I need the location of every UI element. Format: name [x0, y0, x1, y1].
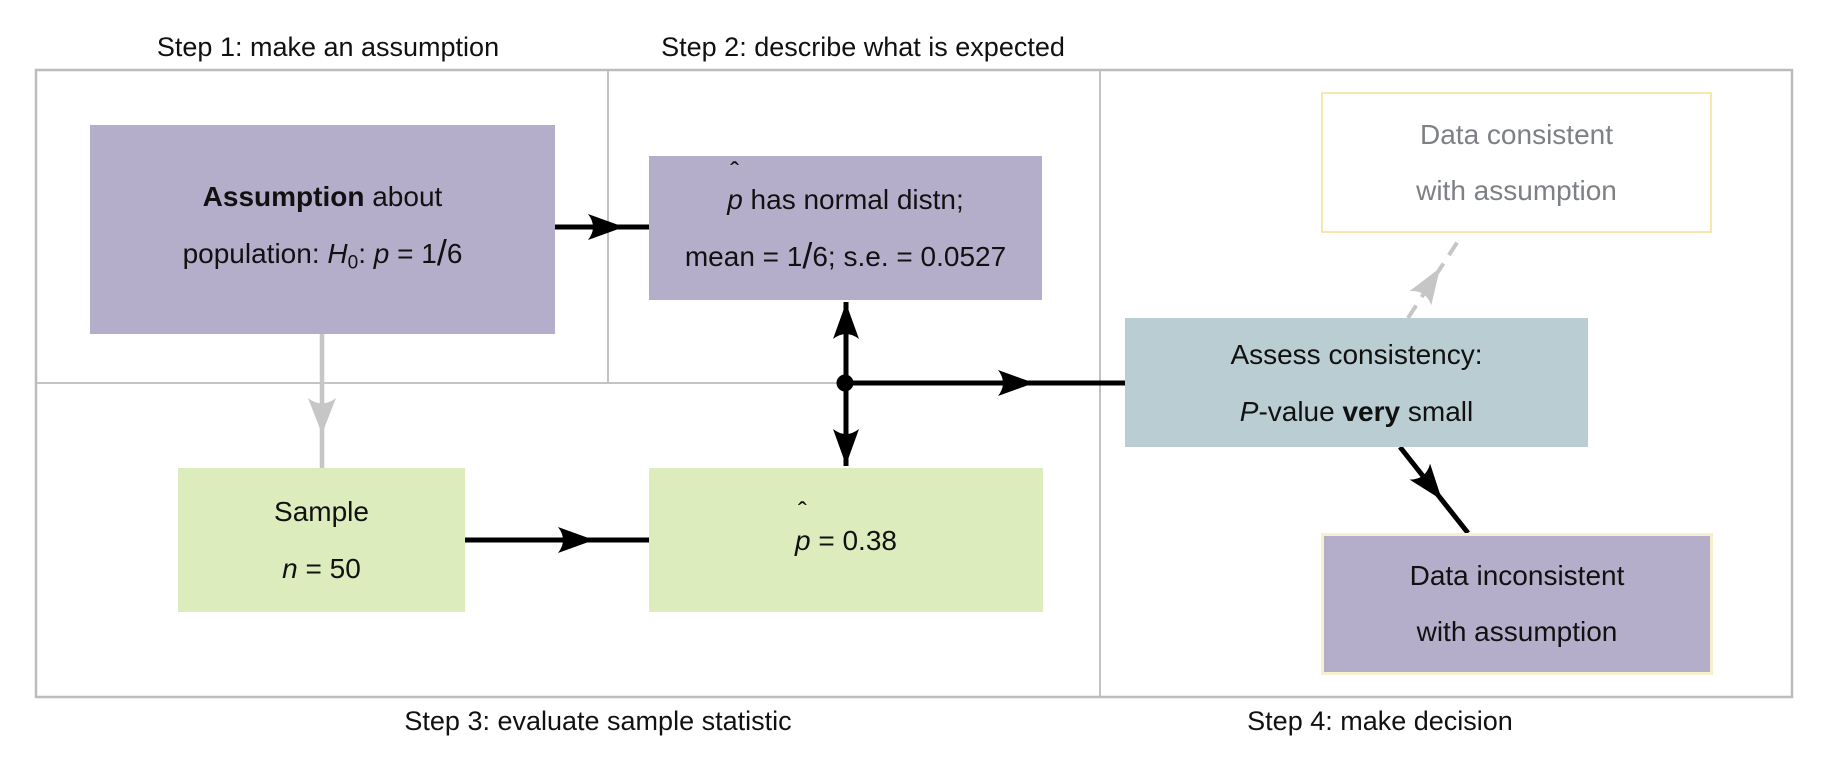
step2-label: Step 2: describe what is expected	[661, 32, 1065, 62]
arrowhead-double-down	[833, 429, 859, 465]
assumption-line2: population: H0: p = 1/6	[182, 232, 463, 274]
arrowhead-assumption-to-sample	[308, 398, 336, 434]
arrowhead-sample-to-stat	[558, 527, 594, 553]
arrow-assess-to-consistent	[1406, 233, 1464, 320]
inconsistent-line1: Data inconsistent	[1409, 560, 1625, 591]
arrowhead-assess-to-inconsistent	[1409, 463, 1442, 500]
step1-label: Step 1: make an assumption	[156, 32, 500, 62]
step4-label: Step 4: make decision	[1247, 706, 1513, 736]
sample-line1: Sample	[274, 496, 369, 527]
expected-line2: mean = 1/6; s.e. = 0.0527	[684, 236, 1007, 277]
flow-node-data-inconsistent: Data inconsistent with assumption	[1321, 533, 1713, 675]
assess-line1: Assess consistency:	[1230, 338, 1483, 370]
arrowhead-junction-to-assess	[998, 370, 1034, 396]
inconsistent-line2: with assumption	[1416, 616, 1618, 647]
arrowhead-double-up	[833, 303, 859, 339]
flow-node-assess-consistency: Assess consistency: P-value very small	[1125, 318, 1588, 447]
assumption-line1: Assumption about	[202, 180, 443, 212]
flow-node-sample: Sample n = 50	[178, 468, 465, 612]
flow-node-data-consistent: Data consistent with assumption	[1321, 92, 1712, 233]
consistent-line2: with assumption	[1416, 174, 1617, 206]
flow-node-assumption: Assumption about population: H0: p = 1/6	[90, 125, 555, 334]
step3-label: Step 3: evaluate sample statistic	[404, 706, 792, 736]
arrowhead-assumption-to-expected	[588, 214, 624, 240]
sample-line2: n = 50	[282, 553, 361, 584]
consistent-line1: Data consistent	[1420, 118, 1613, 150]
assess-line2: P-value very small	[1239, 395, 1474, 427]
arrowhead-assess-to-consistent	[1409, 268, 1440, 306]
